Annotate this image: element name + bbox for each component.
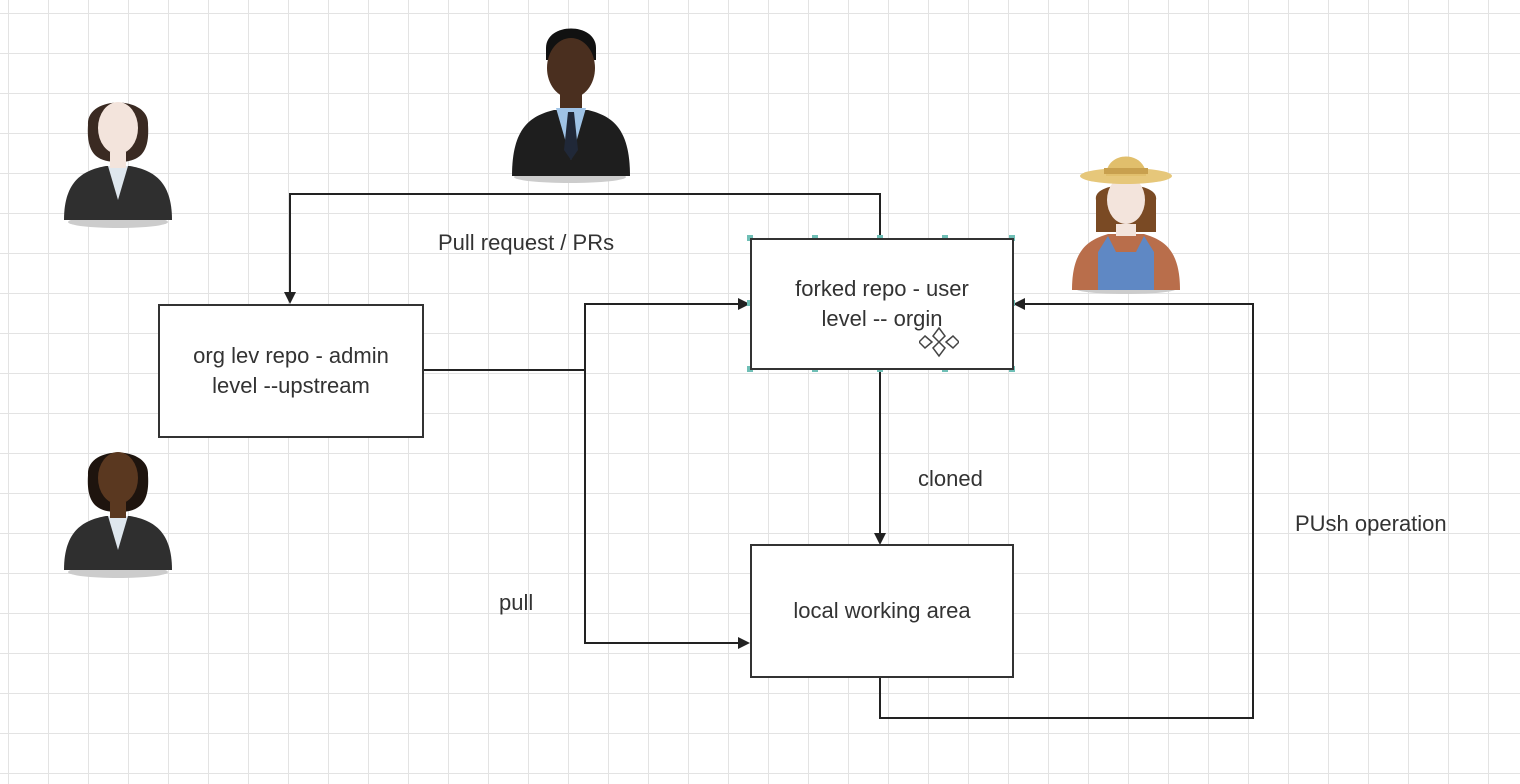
push-operation-label: PUsh operation bbox=[1295, 511, 1447, 536]
pull-label: pull bbox=[499, 590, 534, 615]
cloned-label: cloned bbox=[918, 466, 983, 491]
pull-request-arrow[interactable] bbox=[284, 193, 881, 304]
pull-request-label: Pull request / PRs bbox=[438, 230, 615, 255]
pull-to-forked-arrow[interactable] bbox=[584, 298, 750, 370]
businesswoman-icon[interactable] bbox=[58, 430, 178, 580]
upstream-repo-line2: level --upstream bbox=[212, 373, 370, 398]
forked-repo-line1: forked repo - user bbox=[795, 276, 969, 302]
local-working-area-label: local working area bbox=[793, 598, 971, 624]
move-cursor-icon bbox=[919, 326, 959, 358]
farmer-icon[interactable] bbox=[1068, 140, 1184, 295]
forked-repo-line2: level -- orgin bbox=[821, 306, 943, 331]
pull-to-local-arrow[interactable] bbox=[584, 370, 750, 649]
businessman-icon[interactable] bbox=[508, 20, 633, 185]
local-working-area-node[interactable]: local working area bbox=[750, 544, 1014, 678]
upstream-repo-line1: org lev repo - admin bbox=[193, 343, 389, 369]
upstream-repo-node[interactable]: org lev repo - admin level --upstream bbox=[158, 304, 424, 438]
businesswoman-icon[interactable] bbox=[58, 80, 178, 230]
push-arrow[interactable] bbox=[879, 298, 1254, 719]
forked-repo-node[interactable]: forked repo - user level -- orgin bbox=[750, 238, 1014, 370]
